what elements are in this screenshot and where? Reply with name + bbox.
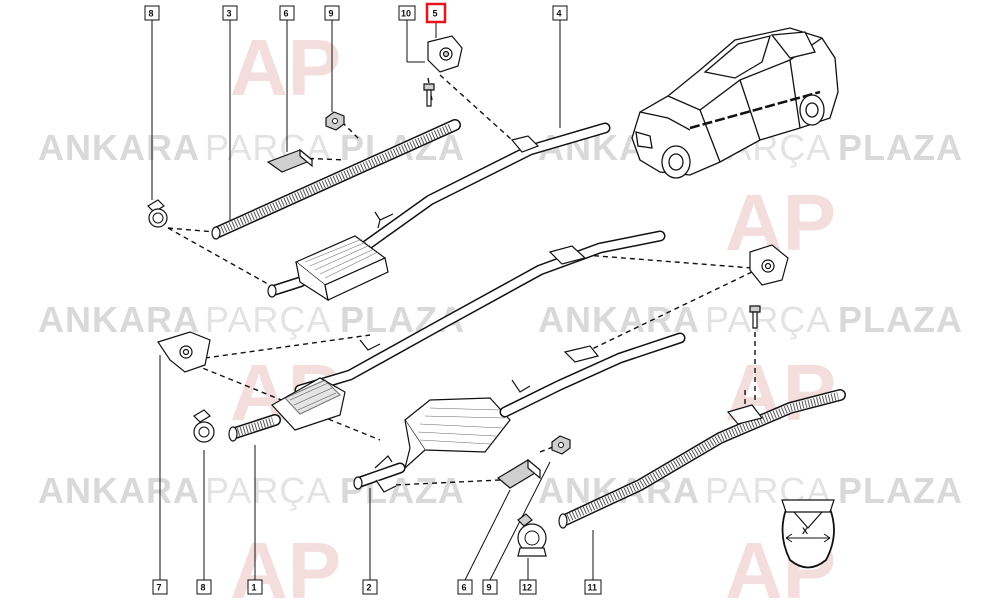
callout-label[interactable]: 3 (222, 5, 238, 21)
part-6-hanger-lower (496, 458, 542, 489)
watermark-logo: AP (230, 526, 341, 600)
car-illustration (631, 27, 839, 179)
watermark-logo-text: AP (230, 23, 341, 112)
part-2-front-pipe (353, 455, 406, 493)
part-cat-converter-large (403, 332, 686, 470)
watermark-row: ANKARA PARÇA PLAZA (38, 470, 465, 511)
watermark-text: ANKARA (538, 299, 700, 340)
callout-label[interactable]: 7 (152, 579, 168, 595)
part-4-silencer-pipe (267, 122, 611, 302)
callout-label-highlighted[interactable]: 5 (425, 2, 447, 24)
part-9-nut-upper (325, 111, 345, 131)
watermark-text: PARÇA (205, 299, 331, 340)
watermark-text: PARÇA (205, 470, 331, 511)
part-9-nut-lower (551, 435, 571, 455)
part-1-catalytic-converter (228, 377, 346, 442)
callout-number: 9 (329, 9, 334, 19)
clamp-detail-inset: X (781, 499, 835, 569)
part-7-bracket-right (749, 244, 789, 286)
watermark-row: ANKARA PARÇA PLAZA (38, 299, 464, 340)
part-2-middle-pipe (294, 230, 666, 396)
part-10-bolt-right (749, 305, 761, 329)
callout-label[interactable]: 9 (482, 579, 498, 595)
callout-label[interactable]: 2 (362, 579, 378, 595)
callout-number: 6 (462, 583, 467, 593)
watermark-text: PARÇA (705, 299, 831, 340)
watermark-text: PLAZA (838, 127, 963, 168)
part-8-clamp-upper (147, 199, 168, 228)
part-12-clamp (517, 513, 547, 557)
watermark-text: ANKARA (38, 470, 200, 511)
part-11-flexible-pipe (558, 389, 846, 529)
callout-label[interactable]: 1 (247, 579, 263, 595)
watermark-text: PLAZA (340, 470, 465, 511)
watermark-logo: AP (230, 23, 341, 112)
part-6-hanger-upper (266, 148, 314, 173)
watermark-text: PLAZA (838, 299, 963, 340)
watermark-text: ANKARA (38, 299, 200, 340)
callout-number: 11 (588, 583, 598, 593)
callout-number: 2 (367, 583, 372, 593)
callout-label[interactable]: 12 (519, 579, 537, 595)
clamp-dimension-label: X (802, 526, 808, 536)
callout-number: 12 (522, 583, 532, 593)
callout-label[interactable]: 8 (196, 579, 212, 595)
callout-label[interactable]: 6 (279, 5, 295, 21)
callout-number: 3 (227, 9, 232, 19)
callout-number: 7 (157, 583, 162, 593)
part-5-mounting-bracket (427, 35, 463, 73)
callout-label[interactable]: 10 (398, 5, 416, 21)
callout-number: 4 (557, 9, 562, 19)
callout-label[interactable]: 9 (324, 5, 340, 21)
callouts: 8 3 6 9 10 5 4 7 (144, 2, 602, 595)
watermark-text: ANKARA (38, 127, 200, 168)
callout-label[interactable]: 11 (584, 579, 602, 595)
callout-label[interactable]: 4 (552, 5, 568, 21)
watermark-row: ANKARA PARÇA PLAZA (538, 299, 963, 340)
part-3-rear-pipe (211, 119, 461, 240)
callout-number: 8 (149, 9, 154, 19)
callout-number: 8 (201, 583, 206, 593)
callout-label[interactable]: 8 (144, 5, 160, 21)
watermark-logo-text: AP (230, 526, 341, 600)
part-10-bolt-upper (423, 83, 435, 107)
callout-number: 1 (252, 583, 257, 593)
part-8-clamp-lower (193, 409, 215, 443)
callout-number: 5 (433, 9, 438, 19)
callout-number: 9 (487, 583, 492, 593)
watermark-text: PLAZA (838, 470, 963, 511)
part-7-bracket-left (157, 331, 211, 373)
callout-number: 10 (401, 9, 411, 19)
callout-number: 6 (284, 9, 289, 19)
callout-label[interactable]: 6 (457, 579, 473, 595)
